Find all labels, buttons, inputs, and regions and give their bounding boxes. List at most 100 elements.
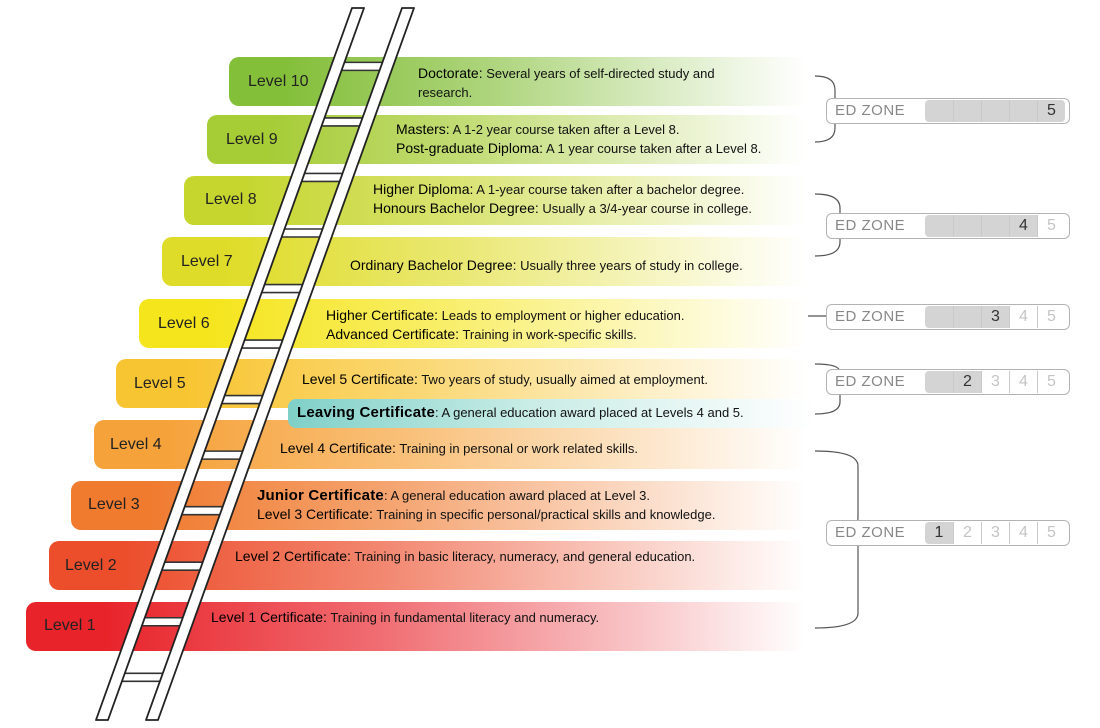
level-label-4: Level 4 <box>110 436 162 453</box>
level-description-6: Higher Certificate: Leads to employment … <box>326 306 684 344</box>
qualification-term: Honours Bachelor Degree: <box>373 200 539 216</box>
qualification-text: Usually three years of study in college. <box>516 258 743 273</box>
qualification-text: research. <box>418 85 473 100</box>
qualification-term: Higher Certificate: <box>326 307 439 323</box>
ed-zone-cell: 5 <box>1037 100 1065 122</box>
ed-zone-cell <box>925 100 953 122</box>
description-line: Level 5 Certificate: Two years of study,… <box>302 370 708 389</box>
qualification-text: Training in fundamental literacy and num… <box>326 610 600 625</box>
qualification-text: Training in basic literacy, numeracy, an… <box>350 549 696 564</box>
leaving-certificate-desc: : A general education award placed at Le… <box>435 405 744 420</box>
qualification-term: Post-graduate Diploma: <box>396 140 544 156</box>
ed-zone-cell <box>925 371 953 393</box>
ed-zone-cell: 4 <box>1009 522 1037 544</box>
ladder-rails <box>95 7 415 721</box>
ed-zone-cell <box>981 215 1009 237</box>
ed-zone-cell: 2 <box>953 371 981 393</box>
qualification-text: Several years of self-directed study and <box>482 66 715 81</box>
ed-zone-cell: 4 <box>1009 215 1037 237</box>
qualification-term: Level 4 Certificate: <box>280 440 396 456</box>
level-label-2: Level 2 <box>65 557 117 574</box>
leaving-certificate-box <box>288 399 816 428</box>
ed-zone-cell: 4 <box>1009 306 1037 328</box>
ed-zone-cell <box>925 215 953 237</box>
qualification-text: Training in personal or work related ski… <box>395 441 639 456</box>
level-description-5: Level 5 Certificate: Two years of study,… <box>302 370 708 389</box>
description-line: Junior Certificate: A general education … <box>257 487 715 505</box>
qualification-text: : A general education award placed at Le… <box>383 488 650 503</box>
ed-zone-cell: 4 <box>1009 371 1037 393</box>
ed-zone-cell <box>953 215 981 237</box>
qualification-term: Masters: <box>396 121 450 137</box>
ed-zone-cell: 5 <box>1037 306 1065 328</box>
ed-zone-cell: 5 <box>1037 215 1065 237</box>
ed-zone-cell: 2 <box>953 522 981 544</box>
description-line: Masters: A 1-2 year course taken after a… <box>396 120 761 139</box>
description-line: Higher Diploma: A 1-year course taken af… <box>373 180 752 199</box>
qualification-term: Level 5 Certificate: <box>302 371 418 387</box>
qualification-term: Doctorate: <box>418 65 483 81</box>
level-description-7: Ordinary Bachelor Degree: Usually three … <box>350 256 743 275</box>
qualification-text: A 1-year course taken after a bachelor d… <box>473 182 745 197</box>
description-line: research. <box>418 83 715 102</box>
description-line: Level 2 Certificate: Training in basic l… <box>235 547 695 566</box>
ed-zone-cell: 3 <box>981 306 1009 328</box>
leaving-certificate-term: Leaving Certificate <box>297 404 436 421</box>
qualification-text: Two years of study, usually aimed at emp… <box>417 372 708 387</box>
level-band-3 <box>71 481 806 530</box>
qualification-term: Level 3 Certificate: <box>257 506 373 522</box>
qualification-text: Training in specific personal/practical … <box>372 507 716 522</box>
qualification-term: Level 2 Certificate: <box>235 548 351 564</box>
qualification-term: Advanced Certificate: <box>326 326 460 342</box>
ed-zone-cell <box>953 100 981 122</box>
description-line: Post-graduate Diploma: A 1 year course t… <box>396 139 761 158</box>
level-description-8: Higher Diploma: A 1-year course taken af… <box>373 180 752 218</box>
qualification-text: A 1-2 year course taken after a Level 8. <box>449 122 680 137</box>
level-description-4: Level 4 Certificate: Training in persona… <box>280 439 638 458</box>
level-description-2: Level 2 Certificate: Training in basic l… <box>235 547 695 566</box>
level-label-3: Level 3 <box>88 496 140 513</box>
leaving-certificate-text: Leaving Certificate: A general education… <box>297 404 744 422</box>
ed-zone-cell: 3 <box>981 522 1009 544</box>
description-line: Honours Bachelor Degree: Usually a 3/4-y… <box>373 199 752 218</box>
description-line: Ordinary Bachelor Degree: Usually three … <box>350 256 743 275</box>
ed-zone-cell <box>1009 100 1037 122</box>
level-label-10: Level 10 <box>248 73 309 90</box>
level-description-10: Doctorate: Several years of self-directe… <box>418 64 715 102</box>
level-description-1: Level 1 Certificate: Training in fundame… <box>211 608 599 627</box>
ladder-left-rail <box>95 7 365 721</box>
ladder-right-rail <box>145 7 415 721</box>
ed-zone-cell <box>981 100 1009 122</box>
ed-zone-cell: 3 <box>981 371 1009 393</box>
qualification-text: Usually a 3/4-year course in college. <box>538 201 752 216</box>
qualification-text: Training in work-specific skills. <box>459 327 637 342</box>
description-line: Higher Certificate: Leads to employment … <box>326 306 684 325</box>
level-label-7: Level 7 <box>181 253 233 270</box>
ed-zone-label: ED ZONE <box>835 308 906 325</box>
description-line: Level 1 Certificate: Training in fundame… <box>211 608 599 627</box>
ed-zone-cell: 5 <box>1037 522 1065 544</box>
qualification-term: Junior Certificate <box>257 487 384 504</box>
ed-zone-label: ED ZONE <box>835 524 906 541</box>
description-line: Doctorate: Several years of self-directe… <box>418 64 715 83</box>
ed-zone-cell <box>953 306 981 328</box>
ed-zone-cell: 1 <box>925 522 953 544</box>
level-description-3: Junior Certificate: A general education … <box>257 487 715 524</box>
qualification-text: Leads to employment or higher education. <box>438 308 685 323</box>
level-label-1: Level 1 <box>44 617 96 634</box>
qualification-term: Level 1 Certificate: <box>211 609 327 625</box>
level-label-9: Level 9 <box>226 131 278 148</box>
level-label-6: Level 6 <box>158 315 210 332</box>
level-label-8: Level 8 <box>205 191 257 208</box>
qualification-text: A 1 year course taken after a Level 8. <box>543 141 762 156</box>
qualification-term: Higher Diploma: <box>373 181 474 197</box>
